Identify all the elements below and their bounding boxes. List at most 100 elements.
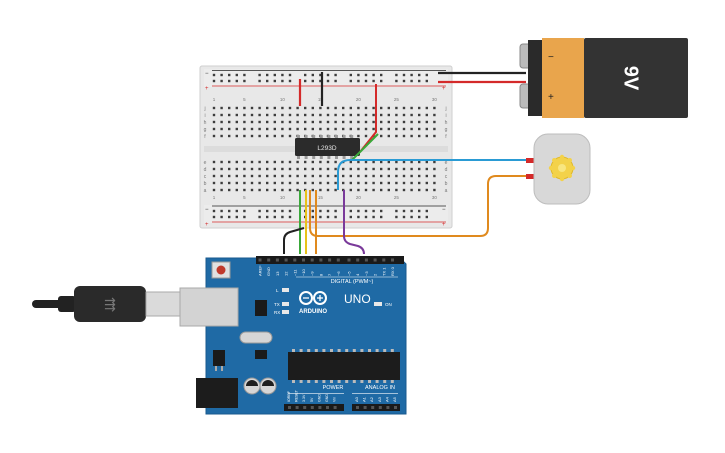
rail-hole[interactable] [410, 79, 413, 83]
breadboard-hole[interactable] [281, 167, 284, 171]
digital-pin[interactable] [310, 258, 314, 262]
rail-hole[interactable] [334, 73, 337, 77]
breadboard-hole[interactable] [357, 174, 360, 178]
breadboard-hole[interactable] [364, 160, 368, 164]
breadboard-hole[interactable] [311, 106, 314, 110]
rail-hole[interactable] [357, 209, 360, 213]
breadboard-hole[interactable] [349, 127, 352, 131]
rail-hole[interactable] [395, 73, 398, 77]
rail-hole[interactable] [243, 209, 246, 213]
breadboard-hole[interactable] [235, 181, 238, 185]
breadboard-hole[interactable] [250, 188, 254, 192]
breadboard-hole[interactable] [433, 127, 436, 131]
rail-hole[interactable] [402, 79, 406, 83]
rail-hole[interactable] [364, 73, 368, 77]
breadboard-hole[interactable] [235, 167, 238, 171]
power-pin[interactable] [310, 406, 314, 409]
breadboard-hole[interactable] [281, 174, 284, 178]
breadboard-hole[interactable] [357, 113, 360, 117]
rail-hole[interactable] [395, 209, 398, 213]
breadboard-hole[interactable] [243, 174, 246, 178]
breadboard-hole[interactable] [220, 120, 223, 124]
breadboard-hole[interactable] [258, 174, 261, 178]
breadboard-hole[interactable] [402, 181, 406, 185]
rail-hole[interactable] [349, 209, 352, 213]
analog-pin[interactable] [356, 406, 359, 409]
breadboard-hole[interactable] [380, 181, 383, 185]
breadboard-hole[interactable] [334, 113, 337, 117]
breadboard-hole[interactable] [311, 181, 314, 185]
digital-pin[interactable] [347, 258, 351, 262]
breadboard-hole[interactable] [281, 106, 284, 110]
breadboard-hole[interactable] [395, 160, 398, 164]
rail-hole[interactable] [402, 215, 406, 219]
rail-hole[interactable] [228, 215, 231, 219]
breadboard-hole[interactable] [342, 167, 345, 171]
breadboard-hole[interactable] [425, 120, 428, 124]
breadboard-hole[interactable] [364, 167, 368, 171]
breadboard-hole[interactable] [273, 113, 276, 117]
breadboard-hole[interactable] [410, 167, 413, 171]
rail-hole[interactable] [319, 209, 322, 213]
breadboard-hole[interactable] [334, 167, 337, 171]
digital-pin[interactable] [356, 258, 360, 262]
breadboard-hole[interactable] [266, 167, 269, 171]
breadboard-hole[interactable] [372, 127, 375, 131]
breadboard-hole[interactable] [273, 181, 276, 185]
breadboard-hole[interactable] [319, 106, 322, 110]
breadboard-hole[interactable] [380, 113, 383, 117]
breadboard-hole[interactable] [334, 127, 337, 131]
breadboard-hole[interactable] [387, 188, 390, 192]
breadboard-hole[interactable] [334, 106, 337, 110]
rail-hole[interactable] [319, 73, 322, 77]
rail-hole[interactable] [418, 79, 421, 83]
breadboard-hole[interactable] [296, 127, 299, 131]
breadboard-hole[interactable] [418, 188, 421, 192]
breadboard-hole[interactable] [273, 160, 276, 164]
rail-hole[interactable] [334, 79, 337, 83]
rail-hole[interactable] [372, 73, 375, 77]
breadboard-hole[interactable] [425, 134, 428, 138]
breadboard-hole[interactable] [304, 106, 307, 110]
breadboard-hole[interactable] [395, 188, 398, 192]
breadboard-hole[interactable] [387, 167, 390, 171]
breadboard-hole[interactable] [228, 134, 231, 138]
breadboard-hole[interactable] [425, 127, 428, 131]
rail-hole[interactable] [311, 209, 314, 213]
breadboard-hole[interactable] [311, 174, 314, 178]
breadboard-hole[interactable] [395, 106, 398, 110]
breadboard-hole[interactable] [357, 127, 360, 131]
breadboard-hole[interactable] [342, 113, 345, 117]
rail-hole[interactable] [425, 215, 428, 219]
digital-pin[interactable] [258, 258, 262, 262]
breadboard-hole[interactable] [258, 188, 261, 192]
breadboard-hole[interactable] [258, 167, 261, 171]
breadboard-hole[interactable] [326, 174, 330, 178]
rail-hole[interactable] [326, 79, 330, 83]
rail-hole[interactable] [258, 73, 261, 77]
breadboard-hole[interactable] [296, 113, 299, 117]
breadboard-hole[interactable] [243, 181, 246, 185]
breadboard-hole[interactable] [273, 174, 276, 178]
rail-hole[interactable] [281, 209, 284, 213]
breadboard-hole[interactable] [212, 160, 216, 164]
breadboard-hole[interactable] [380, 134, 383, 138]
breadboard-hole[interactable] [288, 188, 292, 192]
digital-pin[interactable] [328, 258, 332, 262]
breadboard-hole[interactable] [402, 160, 406, 164]
power-pin[interactable] [288, 406, 291, 409]
breadboard-hole[interactable] [228, 167, 231, 171]
breadboard-hole[interactable] [212, 188, 216, 192]
breadboard-hole[interactable] [250, 167, 254, 171]
rail-hole[interactable] [220, 73, 223, 77]
breadboard-hole[interactable] [243, 188, 246, 192]
breadboard-hole[interactable] [243, 113, 246, 117]
breadboard-hole[interactable] [266, 174, 269, 178]
breadboard-hole[interactable] [304, 160, 307, 164]
breadboard-hole[interactable] [402, 106, 406, 110]
breadboard-hole[interactable] [334, 160, 337, 164]
breadboard-hole[interactable] [380, 106, 383, 110]
breadboard-hole[interactable] [281, 188, 284, 192]
breadboard-hole[interactable] [425, 188, 428, 192]
